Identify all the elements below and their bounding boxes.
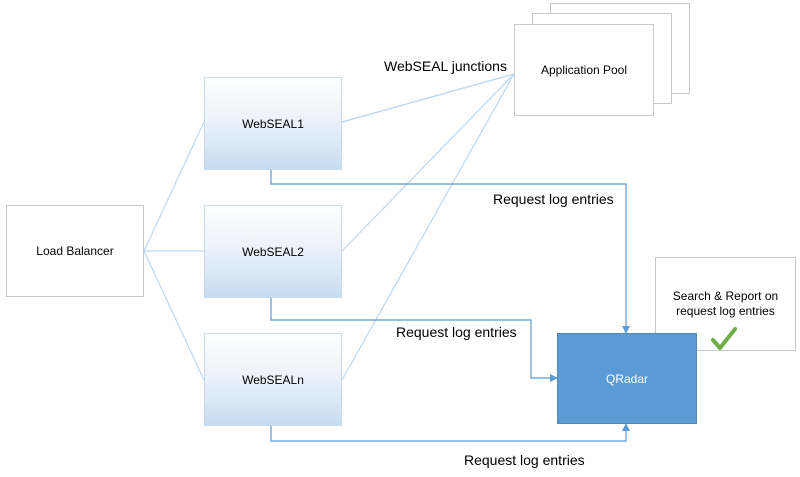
webseal1-log-arrow bbox=[270, 170, 630, 334]
websealn-node: WebSEALn bbox=[204, 333, 342, 426]
webseal-junctions-label: WebSEAL junctions bbox=[384, 58, 507, 74]
qradar-node: QRadar bbox=[557, 333, 697, 424]
webseal-top-junction-line bbox=[341, 73, 515, 123]
webseal2-junction-line bbox=[341, 73, 515, 252]
load-balancer-node: Load Balancer bbox=[6, 205, 144, 297]
application-pool-node: Application Pool bbox=[514, 24, 654, 116]
qradar-label: QRadar bbox=[605, 371, 649, 386]
webseal2-request-log-label: Request log entries bbox=[396, 324, 517, 340]
webseal2-node: WebSEAL2 bbox=[204, 205, 342, 298]
search-report-node: Search & Report on request log entries bbox=[655, 257, 796, 351]
check-mark-icon bbox=[711, 327, 737, 350]
webseal1-label: WebSEAL1 bbox=[242, 116, 304, 131]
websealn-request-log-label: Request log entries bbox=[464, 452, 585, 468]
application-pool-label: Application Pool bbox=[540, 63, 628, 77]
lb-to-websealn-line bbox=[143, 250, 205, 381]
websealn-junction-line bbox=[341, 73, 515, 381]
load-balancer-label: Load Balancer bbox=[36, 244, 114, 258]
webseal2-label: WebSEAL2 bbox=[242, 244, 304, 259]
search-report-label: Search & Report on request log entries bbox=[672, 289, 779, 318]
webseal1-request-log-label: Request log entries bbox=[493, 191, 614, 207]
webseal2-log-arrow bbox=[270, 298, 558, 382]
websealn-label: WebSEALn bbox=[242, 372, 304, 387]
webseal1-node: WebSEAL1 bbox=[204, 77, 342, 170]
lb-to-webseal1-line bbox=[143, 121, 205, 252]
websealn-log-arrow bbox=[270, 423, 630, 442]
